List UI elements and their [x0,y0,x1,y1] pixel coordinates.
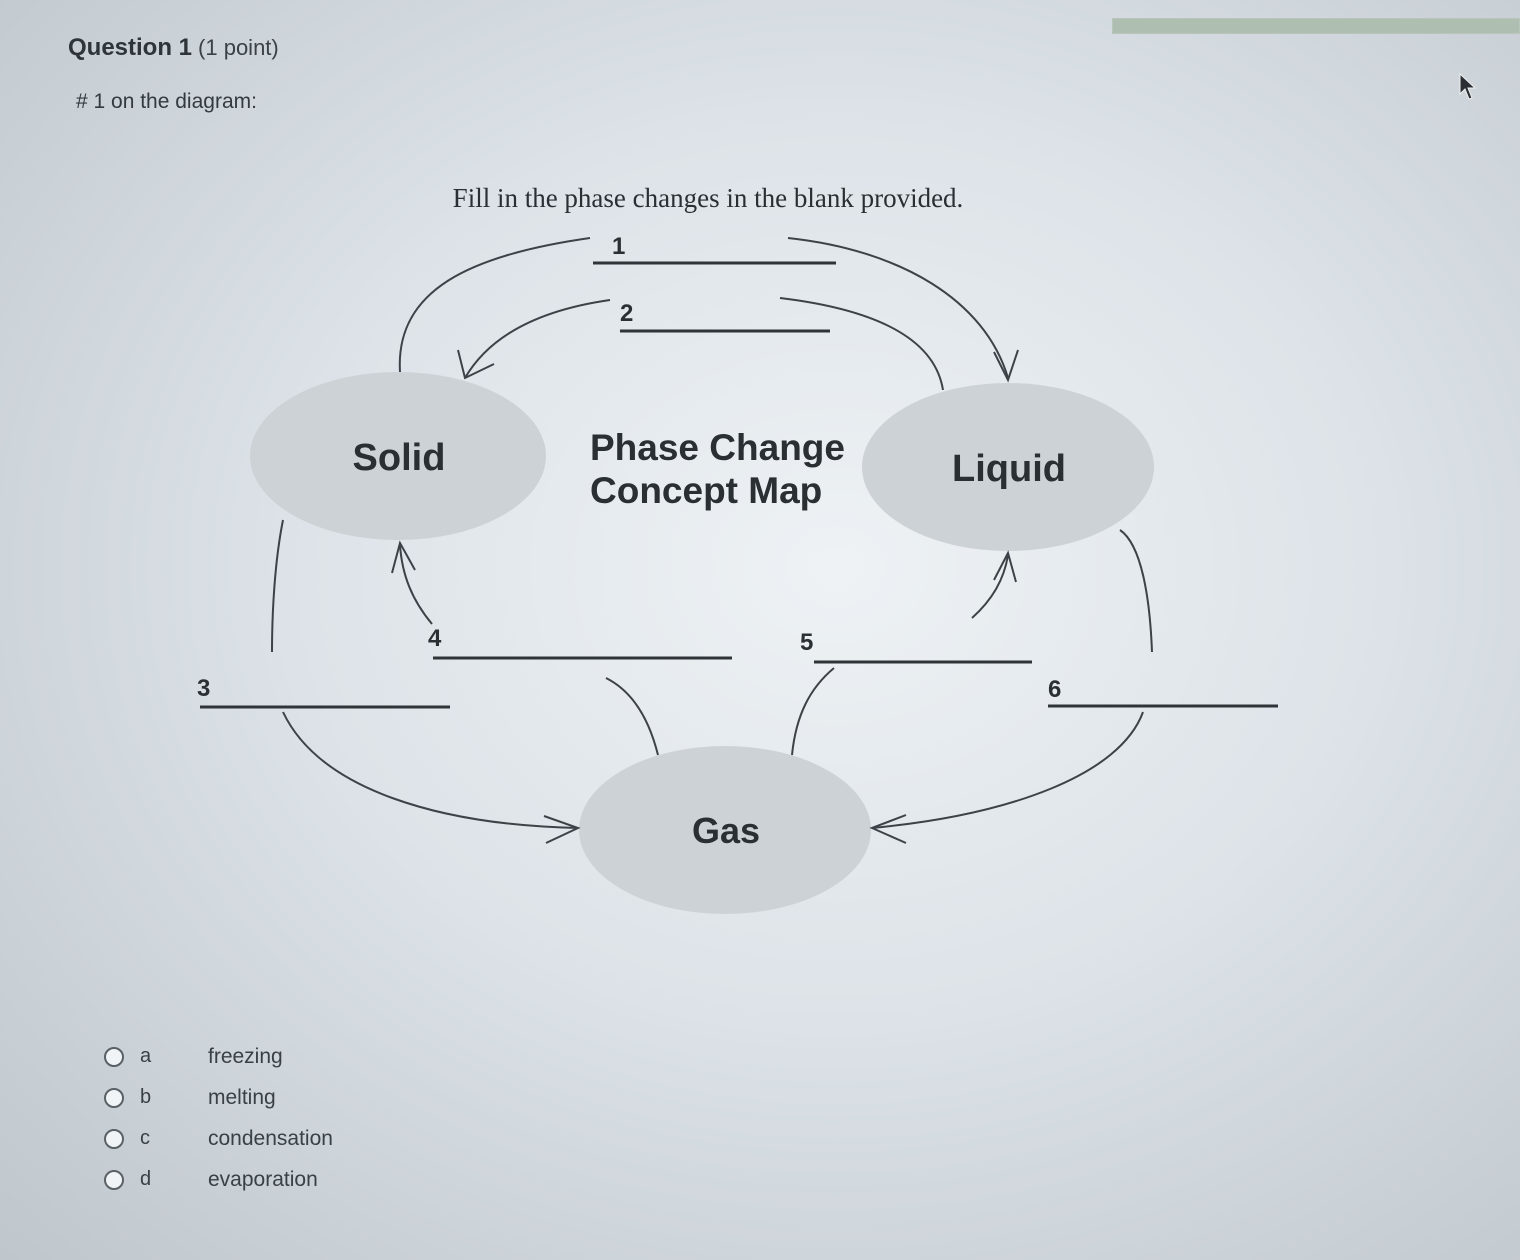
choice-b-radio[interactable] [104,1087,124,1108]
blank-6-number: 6 [1048,676,1061,703]
arrow-3-end [282,711,579,829]
arrow-3-start [271,519,284,653]
arrow-2-start [779,297,944,391]
choice-d[interactable]: d evaporation [100,1159,333,1200]
choice-b-letter: b [140,1086,152,1108]
choice-c[interactable]: c condensation [100,1118,333,1159]
question-prompt: # 1 on the diagram: [76,90,257,113]
liquid-node [862,383,1154,551]
arrow-4-start [605,677,659,756]
diagram-instruction: Fill in the phase changes in the blank p… [453,183,964,213]
arrow-6-end [871,711,1144,829]
solid-node [250,372,546,540]
gas-node [579,746,871,914]
blank-4-number: 4 [428,625,442,652]
arrow-5-start [791,667,835,756]
choice-a-text: freezing [208,1044,283,1068]
question-title: Question 1 [68,34,193,61]
progress-fill [1113,19,1519,33]
question-heading: Question 1(1 point) [68,34,279,62]
arrow-5-end [971,554,1009,619]
choice-a-letter: a [140,1045,152,1067]
blank-1-number: 1 [612,233,625,260]
blank-5-number: 5 [800,629,813,656]
arrow-1-start [398,237,591,373]
arrow-4-head [391,540,416,574]
liquid-label: Liquid [952,448,1066,490]
choice-c-letter: c [140,1127,150,1149]
gas-label: Gas [692,810,760,851]
phase-change-arrows [271,237,1153,844]
choice-a-radio[interactable] [104,1046,124,1067]
concept-map-title-line1: Phase Change [590,427,845,468]
progress-bar [1112,18,1520,34]
choice-b-text: melting [208,1085,276,1109]
choice-a[interactable]: a freezing [100,1036,333,1077]
mouse-cursor-icon [1459,72,1477,100]
answer-choices: a freezing b melting c condensation d ev… [100,1036,333,1200]
arrow-1-head [993,349,1019,383]
arrow-3-head [543,815,581,844]
arrow-2-end [464,299,611,379]
blank-3-number: 3 [197,675,210,702]
choice-c-text: condensation [208,1126,333,1150]
solid-label: Solid [353,437,446,479]
arrow-6-start [1119,529,1153,653]
choice-b[interactable]: b melting [100,1077,333,1118]
arrow-5-head [993,550,1017,583]
concept-map-title-line2: Concept Map [590,470,822,511]
blank-2-number: 2 [620,300,633,327]
arrow-1-end [787,237,1009,379]
choice-d-text: evaporation [208,1167,318,1191]
blank-lines [200,261,1278,709]
arrow-4-end [399,544,433,625]
choice-d-letter: d [140,1168,152,1190]
question-points: (1 point) [198,35,279,60]
choice-d-radio[interactable] [104,1169,124,1190]
arrow-2-head [457,349,495,380]
arrow-6-head [869,814,907,844]
choice-c-radio[interactable] [104,1128,124,1149]
